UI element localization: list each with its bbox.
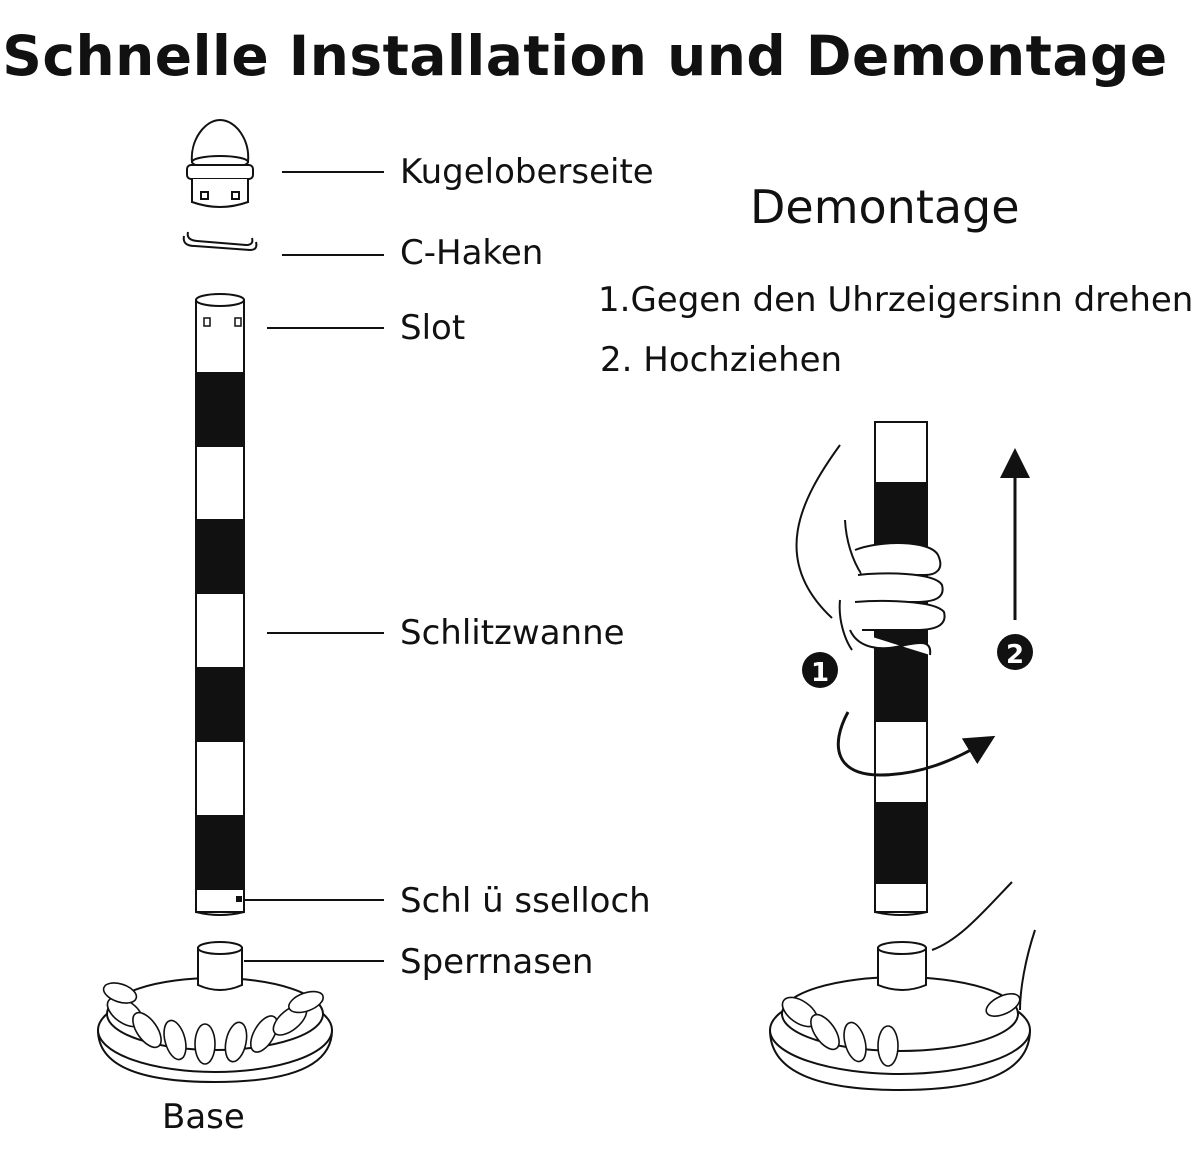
step-marker-1: 1 [802,652,838,688]
stripe [875,802,927,884]
rotate-arrow-icon [836,711,996,777]
step-marker-1-text: 1 [811,658,829,688]
stripe [196,667,244,742]
step-marker-2-text: 2 [1006,640,1024,670]
ball-top-cap [186,118,254,208]
label-ball-top: Kugeloberseite [400,152,654,192]
c-hook [182,231,258,252]
label-locking-lugs: Sperrnasen [400,942,594,982]
stripe [196,519,244,594]
disassembly-post [874,421,928,916]
base [96,941,334,1084]
page-title: Schnelle Installation und Demontage [2,24,1168,88]
label-slotted-tube: Schlitzwanne [400,613,625,653]
disassembly-step-1: 1.Gegen den Uhrzeigersinn drehen [598,280,1193,320]
disassembly-base [768,941,1032,1092]
disassembly-heading: Demontage [750,180,1020,234]
label-slot: Slot [400,308,466,348]
leader-lines [244,171,384,962]
label-c-hook: C-Haken [400,233,544,273]
label-keyhole: Schl ü sselloch [400,881,651,921]
upper-hand-icon [795,444,946,656]
stripe [196,815,244,890]
step-marker-2: 2 [997,634,1033,670]
stripe [196,372,244,447]
post [195,293,245,916]
label-base: Base [162,1097,245,1137]
disassembly-step-2: 2. Hochziehen [600,340,843,380]
